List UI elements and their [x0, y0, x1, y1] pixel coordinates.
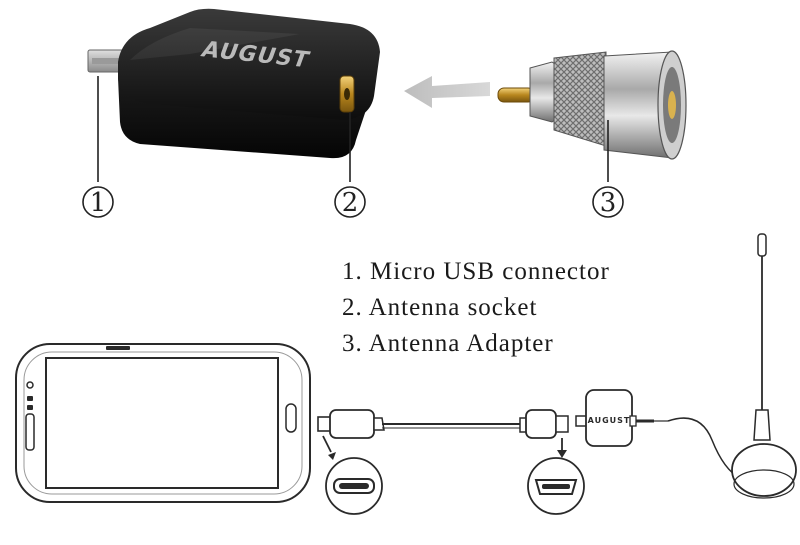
antenna-adapter	[497, 50, 687, 160]
otg-cable	[317, 409, 569, 439]
callout-1: 1	[82, 76, 114, 218]
arrow-down-left-icon	[322, 435, 336, 460]
insert-arrow	[404, 76, 490, 108]
legend-item-antenna-socket: 2. Antenna socket	[342, 294, 538, 321]
micro-usb-socket-detail	[527, 457, 585, 515]
front-camera-icon	[26, 381, 34, 389]
antenna	[731, 233, 797, 499]
callout-2: 2	[334, 112, 366, 218]
tv-dongle: AUGUST	[87, 8, 380, 159]
antenna-socket	[339, 75, 355, 113]
dongle-small-brand-text: AUGUST	[588, 416, 631, 425]
antenna-cable	[667, 417, 741, 479]
legend: 1. Micro USB connector 2. Antenna socket…	[342, 254, 610, 362]
legend-item-micro-usb: 1. Micro USB connector	[342, 258, 610, 285]
arrow-down-right-icon	[557, 438, 567, 458]
callout-1-number: 1	[90, 188, 107, 218]
callout-2-number: 2	[342, 188, 359, 218]
micro-usb-port-detail	[325, 457, 383, 515]
smartphone	[15, 343, 311, 503]
callout-3: 3	[592, 120, 624, 218]
callout-3-number: 3	[600, 188, 617, 218]
legend-item-antenna-adapter: 3. Antenna Adapter	[342, 330, 554, 357]
tv-dongle-small: AUGUST	[575, 389, 668, 447]
